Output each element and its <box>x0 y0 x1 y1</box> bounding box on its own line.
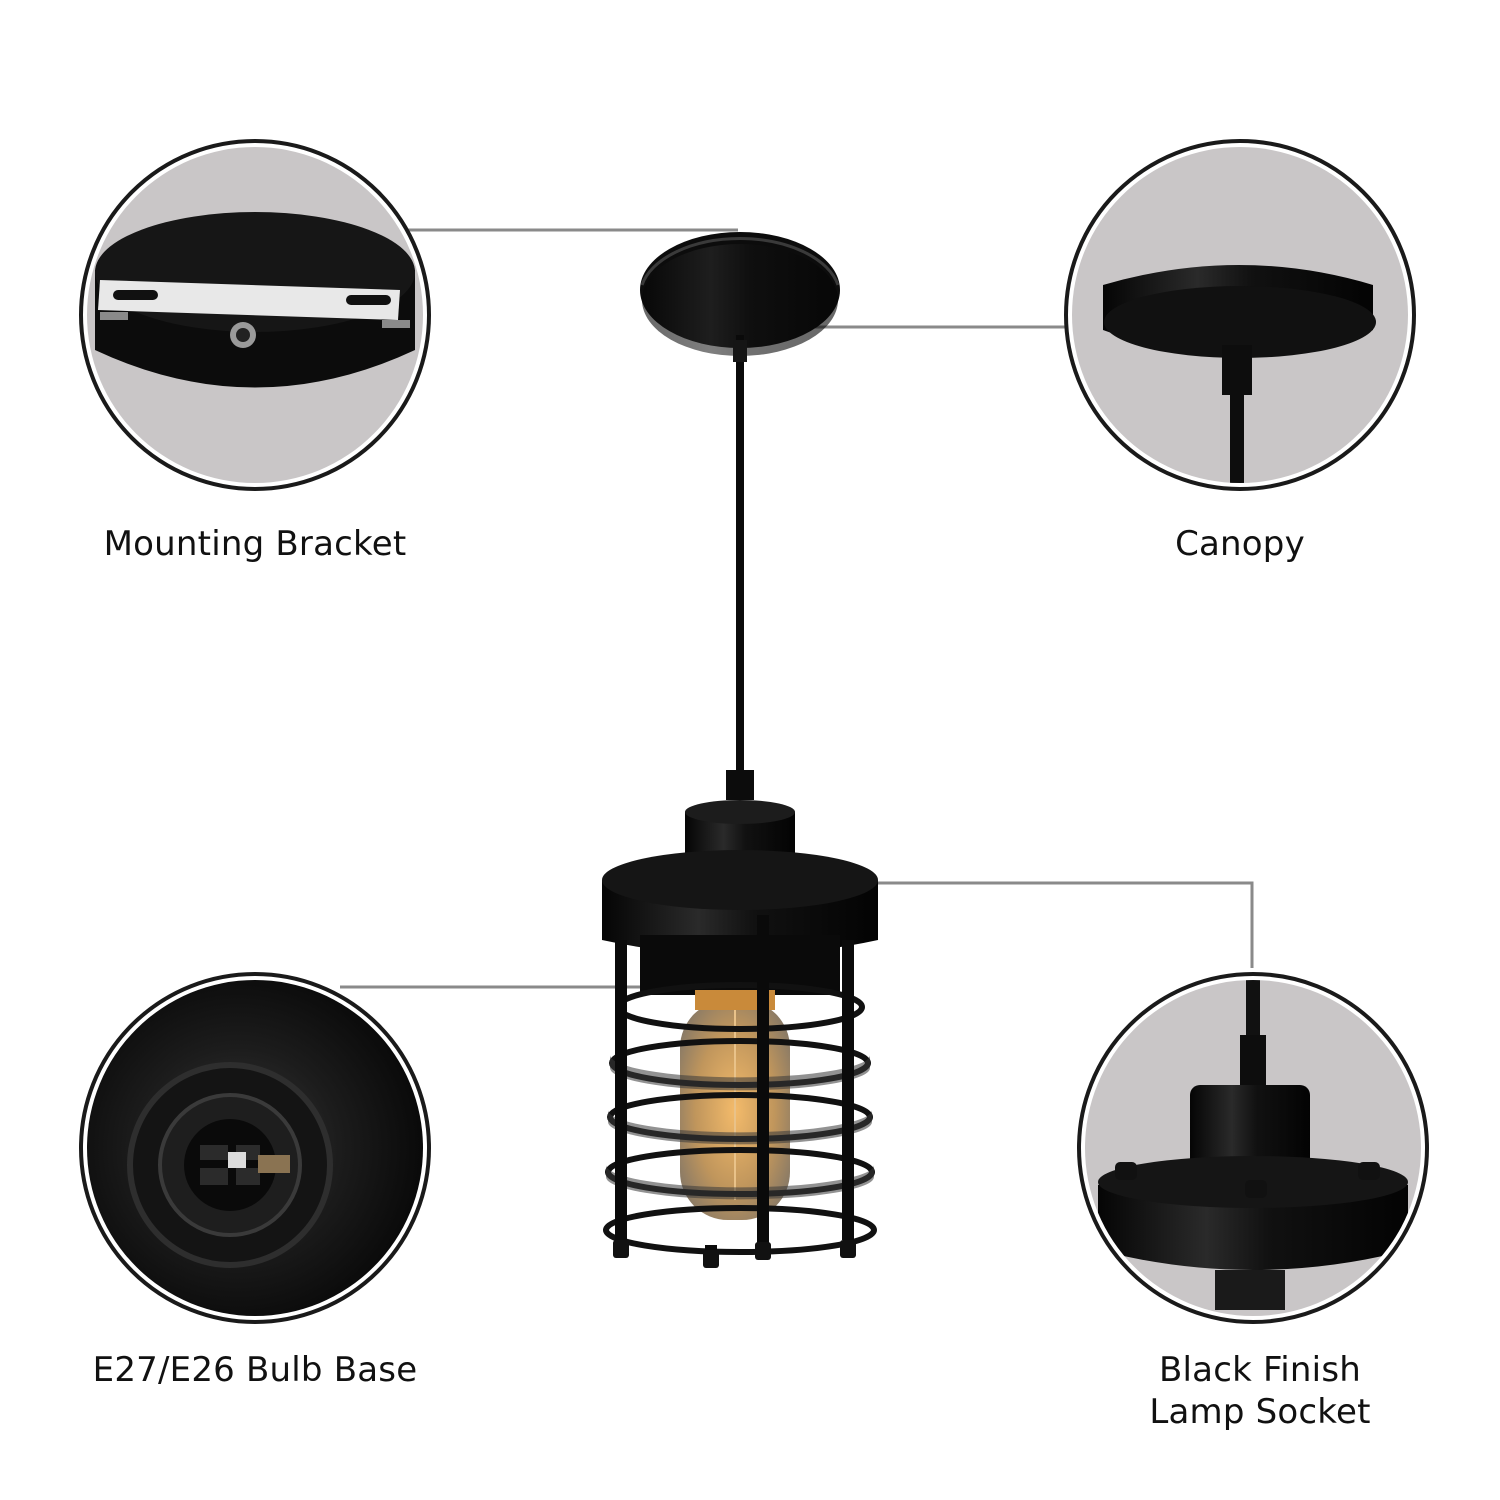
pendant-fixture <box>602 232 878 1268</box>
mounting-bracket-detail <box>79 139 431 491</box>
bulb-base-detail <box>79 972 431 1324</box>
leader-line-lamp-socket <box>822 881 1254 968</box>
canopy-detail <box>1064 139 1416 491</box>
lamp-socket-detail <box>1077 972 1429 1324</box>
label-canopy: Canopy <box>1175 524 1305 564</box>
label-mounting-bracket: Mounting Bracket <box>103 524 407 564</box>
label-lamp-socket-line2: Lamp Socket <box>1149 1392 1371 1432</box>
label-lamp-socket-line1: Black Finish <box>1159 1350 1361 1390</box>
label-bulb-base: E27/E26 Bulb Base <box>92 1350 418 1390</box>
